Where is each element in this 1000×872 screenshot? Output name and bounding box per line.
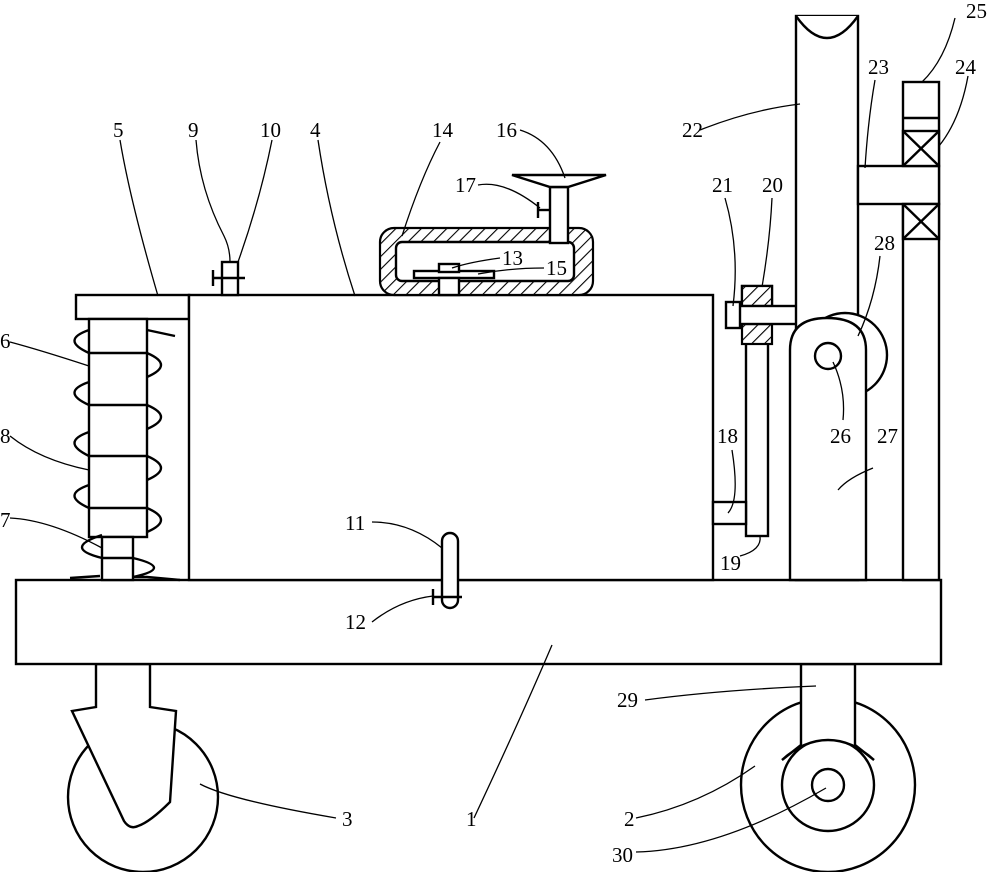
- drain-pipe: [431, 531, 462, 610]
- left-caster-fork: [70, 662, 178, 829]
- right-tower: [856, 80, 941, 582]
- label-17: 17: [455, 173, 476, 197]
- label-21: 21: [712, 173, 733, 197]
- label-10: 10: [260, 118, 281, 142]
- label-3: 3: [342, 807, 353, 831]
- label-8: 8: [0, 424, 11, 448]
- label-18: 18: [717, 424, 738, 448]
- label-19: 19: [720, 551, 741, 575]
- label-12: 12: [345, 610, 366, 634]
- label-4: 4: [310, 118, 321, 142]
- right-wheel-bracket: [781, 662, 875, 803]
- label-15: 15: [546, 256, 567, 280]
- connector-18: [711, 500, 748, 526]
- label-1: 1: [466, 807, 477, 831]
- label-2: 2: [624, 807, 635, 831]
- label-14: 14: [432, 118, 454, 142]
- label-6: 6: [0, 329, 11, 353]
- guide-sleeve: [87, 317, 149, 539]
- label-11: 11: [345, 511, 365, 535]
- label-5: 5: [113, 118, 124, 142]
- label-9: 9: [188, 118, 199, 142]
- pump-bracket-20-21: [724, 284, 802, 346]
- label-22: 22: [682, 118, 703, 142]
- side-pipe-19: [744, 336, 770, 538]
- label-29: 29: [617, 688, 638, 712]
- coil-spring: [73, 328, 181, 582]
- label-30: 30: [612, 843, 633, 867]
- arm-27: [788, 316, 868, 582]
- label-28: 28: [874, 231, 895, 255]
- funnel: [511, 173, 607, 189]
- base-plate: [14, 578, 943, 666]
- label-27: 27: [877, 424, 898, 448]
- support-plate: [74, 293, 191, 321]
- label-23: 23: [868, 55, 889, 79]
- label-16: 16: [496, 118, 517, 142]
- label-20: 20: [762, 173, 783, 197]
- label-7: 7: [0, 508, 11, 532]
- label-24: 24: [955, 55, 977, 79]
- inner-plate: [412, 262, 496, 297]
- label-13: 13: [502, 246, 523, 270]
- spring-front-strands: [69, 328, 176, 580]
- leader-lines: [9, 17, 969, 853]
- label-25: 25: [966, 0, 987, 23]
- top-inlet-valve: [211, 260, 245, 297]
- label-26: 26: [830, 424, 851, 448]
